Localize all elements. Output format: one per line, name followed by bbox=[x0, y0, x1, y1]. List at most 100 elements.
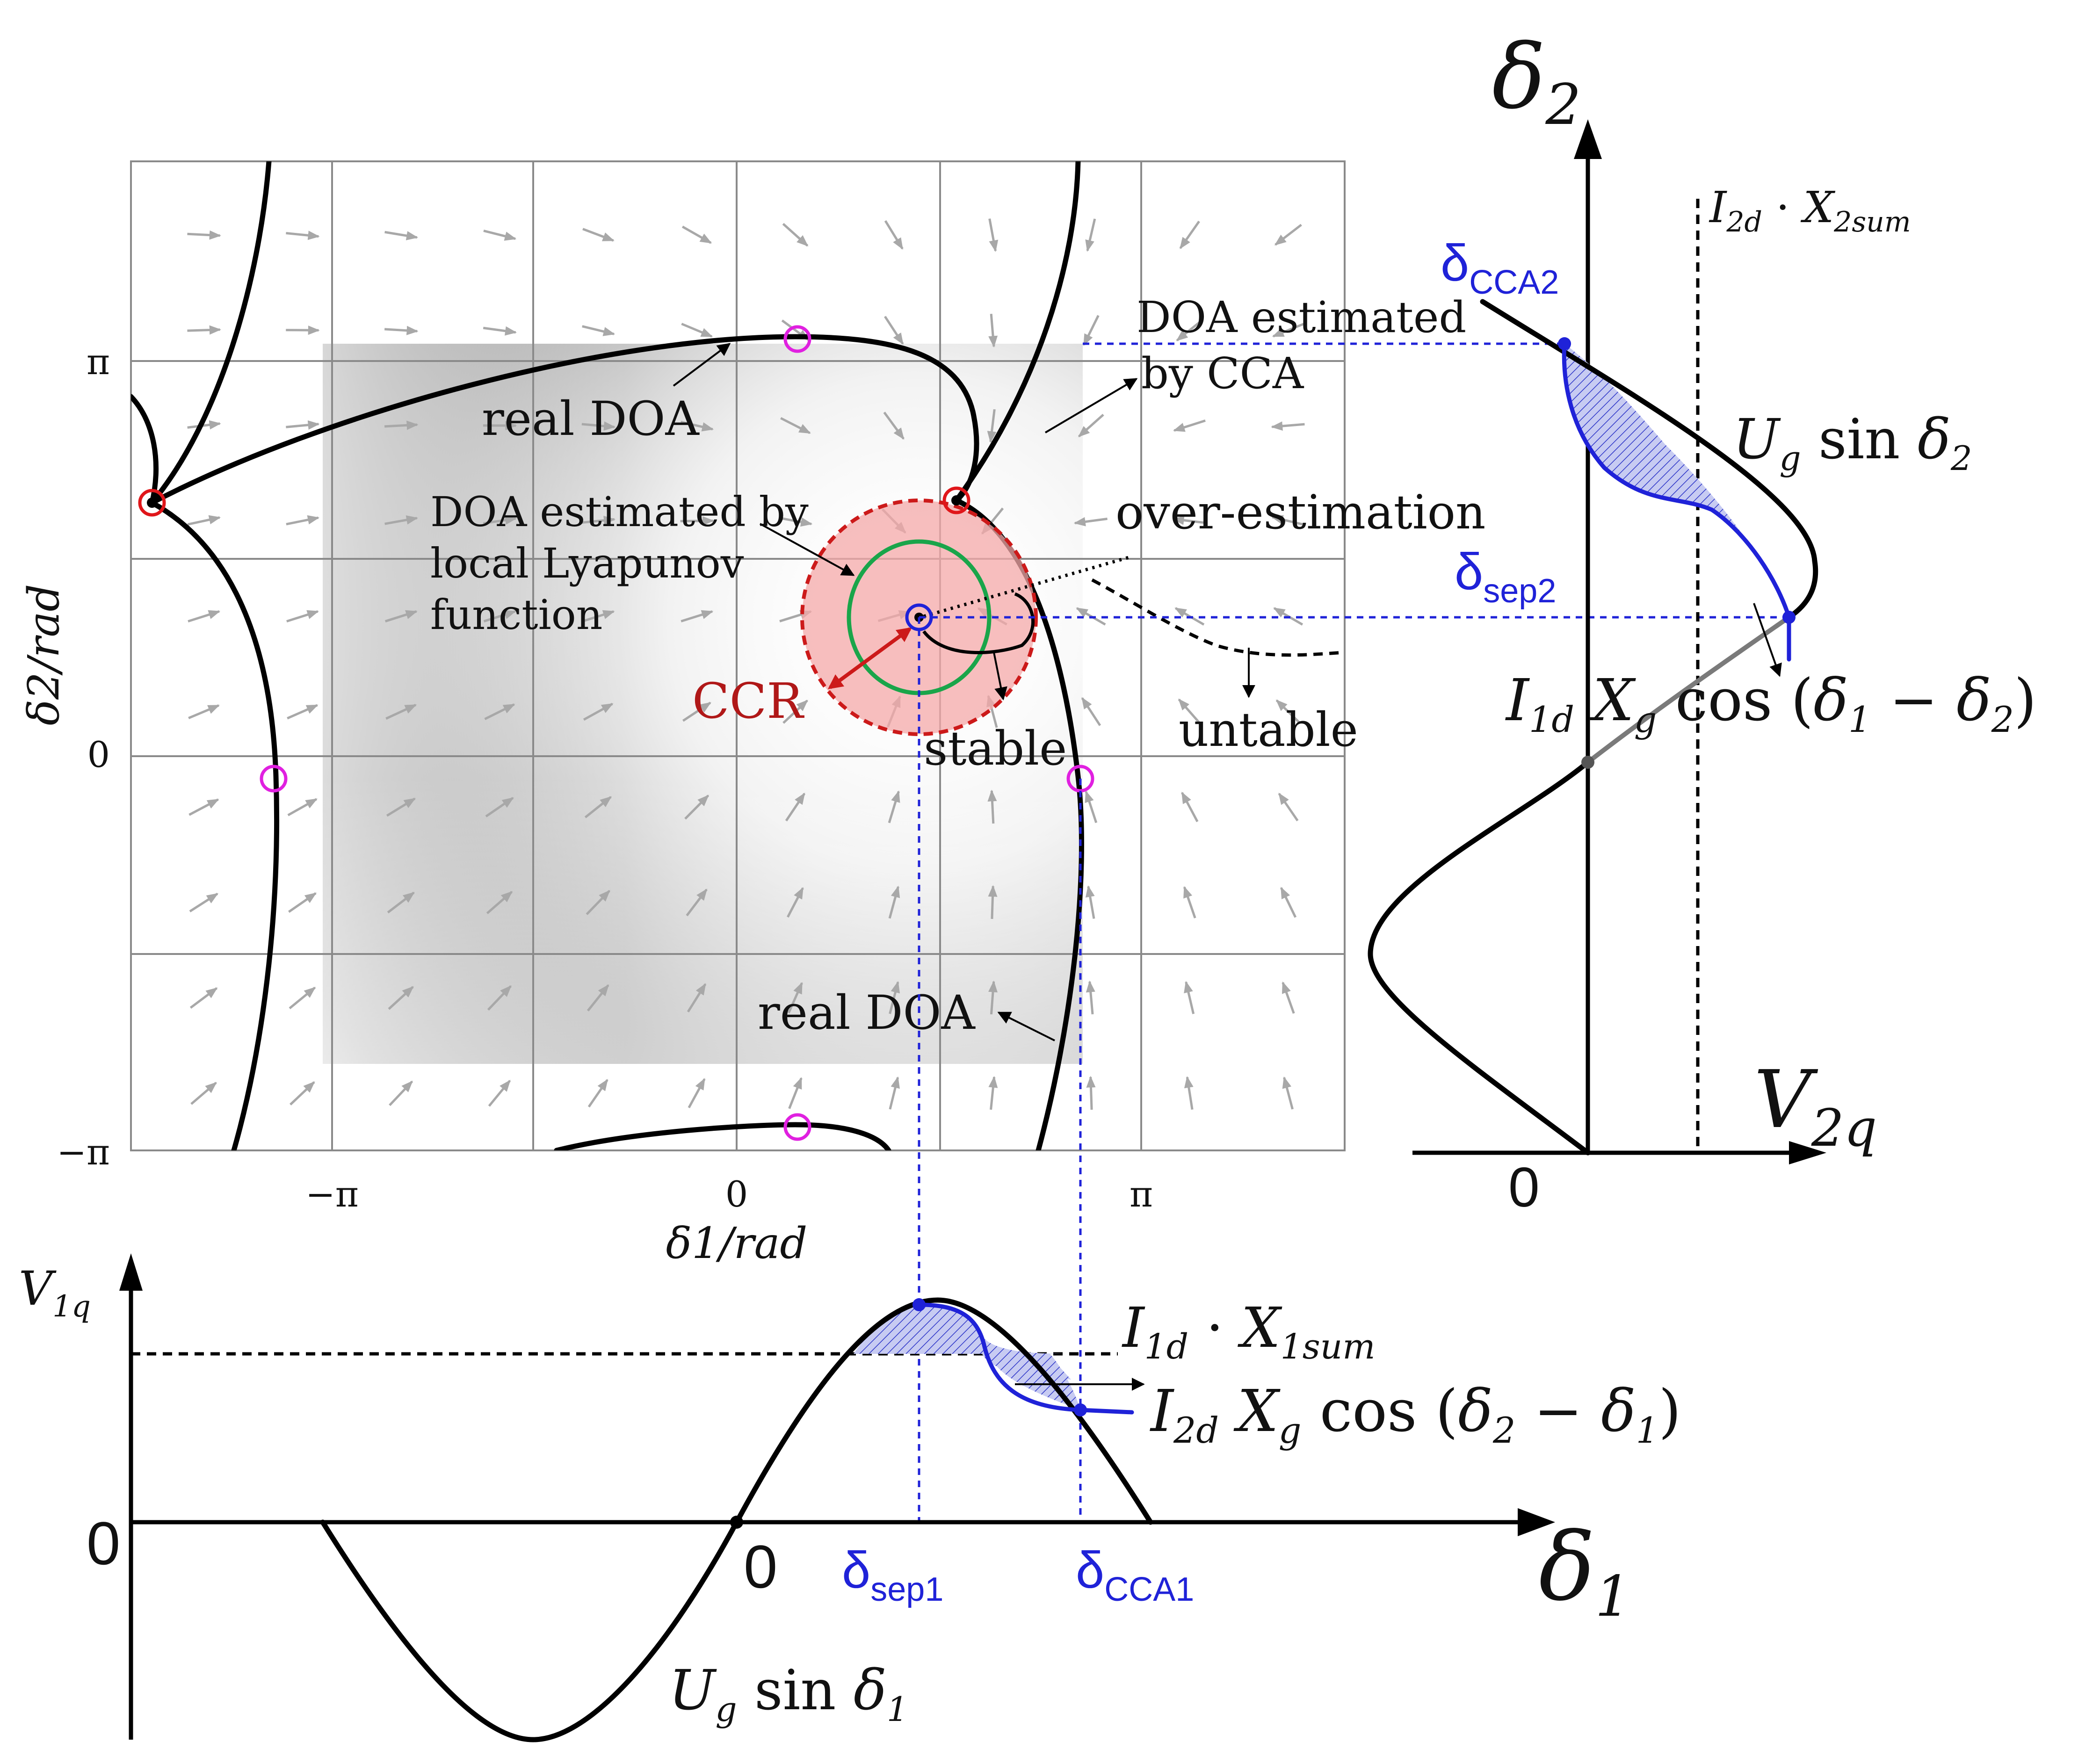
vector-arrow bbox=[187, 325, 221, 335]
vector-arrow bbox=[289, 986, 316, 1010]
bottom-cos-curve bbox=[917, 1302, 1134, 1415]
vector-arrow bbox=[1271, 421, 1305, 431]
phase-y-label: δ2/rad bbox=[19, 584, 69, 726]
bottom-hatch-fill-b bbox=[989, 1354, 1080, 1410]
vector-arrow bbox=[187, 420, 221, 430]
doa-curve-top bbox=[149, 334, 979, 506]
right-threshold-label: I2d · X2sum bbox=[1709, 182, 1911, 238]
vector-arrow bbox=[190, 1082, 217, 1105]
vector-arrow bbox=[888, 790, 900, 824]
vector-arrow bbox=[188, 610, 221, 622]
right-delta-sep2: δsep2 bbox=[1455, 543, 1556, 610]
vector-arrow bbox=[988, 313, 998, 348]
vector-arrow bbox=[1278, 793, 1299, 822]
vector-arrow bbox=[779, 517, 813, 527]
vector-arrow bbox=[1274, 224, 1302, 246]
label-doa-lyap-1: DOA estimated by bbox=[430, 488, 809, 536]
ccr-radius-arrow bbox=[827, 627, 912, 689]
right-cos-curve bbox=[1562, 341, 1791, 662]
vector-arrow bbox=[1183, 886, 1196, 918]
vector-arrow bbox=[988, 218, 999, 252]
vector-arrow bbox=[785, 792, 806, 822]
vector-arrow bbox=[385, 704, 417, 720]
right-delta-cca2: δCCA2 bbox=[1441, 234, 1559, 301]
doa-curve-left-hook bbox=[131, 394, 159, 506]
vector-arrow bbox=[290, 1081, 315, 1106]
vector-arrow bbox=[884, 220, 904, 250]
vector-arrow bbox=[1178, 698, 1202, 725]
vector-arrow bbox=[888, 885, 900, 919]
vector-arrow bbox=[1086, 980, 1095, 1015]
vector-arrow bbox=[988, 980, 998, 1015]
vector-arrow bbox=[582, 610, 615, 622]
vector-arrow bbox=[584, 796, 612, 818]
vector-arrow bbox=[484, 703, 515, 720]
vector-arrow bbox=[1085, 218, 1096, 252]
vector-arrow bbox=[286, 515, 320, 526]
doa-curve-right-upper bbox=[954, 161, 1081, 503]
vector-arrow bbox=[287, 704, 319, 720]
phase-plane: π 0 −π −π 0 π δ2/rad δ1/rad real DOA rea… bbox=[19, 160, 1485, 1268]
vector-arrow bbox=[188, 798, 219, 816]
sep-point-right-dot bbox=[951, 495, 962, 506]
vector-arrow bbox=[483, 610, 516, 622]
vector-arrow bbox=[483, 515, 517, 525]
vector-arrow bbox=[1271, 515, 1305, 526]
vector-arrow bbox=[286, 231, 320, 240]
over-estimation-line bbox=[923, 555, 1132, 618]
vector-arrow bbox=[681, 610, 714, 622]
vector-arrow bbox=[884, 316, 904, 345]
right-x-label: V2q bbox=[1754, 1054, 1877, 1158]
vector-arrow bbox=[384, 325, 419, 335]
vector-arrow bbox=[1272, 323, 1304, 338]
vector-arrow bbox=[684, 795, 710, 820]
vector-arrow bbox=[1280, 887, 1297, 918]
right-sine-curve bbox=[1480, 299, 1818, 620]
vector-arrow bbox=[889, 1076, 900, 1110]
bottom-sine-label: Ug sin δ1 bbox=[669, 1658, 908, 1729]
unstable-node-bottom bbox=[783, 1113, 811, 1141]
vector-arrow bbox=[782, 700, 808, 724]
vector-arrow bbox=[1172, 515, 1206, 525]
vector-arrow bbox=[686, 889, 708, 917]
label-doa-lyap-2: local Lyapunov bbox=[430, 539, 744, 587]
vector-arrow bbox=[782, 223, 809, 247]
vector-arrow bbox=[988, 1076, 998, 1110]
vector-arrow bbox=[486, 891, 513, 914]
vector-arrow bbox=[387, 891, 415, 914]
label-real-doa-top: real DOA bbox=[482, 391, 700, 446]
vector-arrow bbox=[1173, 419, 1206, 432]
label-doa-cca-2: by CCA bbox=[1141, 348, 1304, 398]
vector-arrow bbox=[1086, 1076, 1096, 1110]
vector-arrow bbox=[1085, 790, 1098, 824]
vector-arrow bbox=[1179, 220, 1200, 249]
vector-arrow bbox=[1184, 1076, 1194, 1110]
vector-arrow bbox=[384, 420, 419, 430]
label-over-estimation: over-estimation bbox=[1115, 485, 1485, 540]
vector-arrow bbox=[388, 986, 414, 1010]
label-ccr: CCR bbox=[692, 672, 804, 730]
vector-arrow bbox=[187, 515, 221, 526]
vector-arrow bbox=[681, 225, 712, 244]
vector-arrow bbox=[681, 323, 713, 338]
xtick-0: 0 bbox=[725, 1173, 748, 1215]
annotation-arrows bbox=[673, 343, 1255, 1041]
vector-arrow bbox=[1282, 1076, 1294, 1110]
vector-arrow bbox=[1078, 413, 1104, 438]
vector-arrow bbox=[1282, 981, 1295, 1014]
vector-arrow bbox=[883, 412, 905, 440]
vector-arrow bbox=[581, 421, 616, 431]
vector-arrow bbox=[987, 409, 997, 443]
phase-x-label: δ1/rad bbox=[666, 1218, 808, 1268]
bottom-origin-x: 0 bbox=[744, 1532, 777, 1601]
sep-point-left bbox=[138, 489, 166, 517]
vector-arrow bbox=[582, 228, 615, 242]
vector-arrow bbox=[187, 230, 221, 240]
right-cos-label: I1d Xg cos (δ1 − δ2) bbox=[1505, 667, 2036, 740]
vector-arrow bbox=[586, 890, 610, 915]
vector-arrow bbox=[1275, 699, 1301, 724]
vector-arrow bbox=[389, 1080, 413, 1106]
vector-arrow bbox=[189, 893, 219, 912]
bottom-origin-y: 0 bbox=[87, 1509, 120, 1577]
